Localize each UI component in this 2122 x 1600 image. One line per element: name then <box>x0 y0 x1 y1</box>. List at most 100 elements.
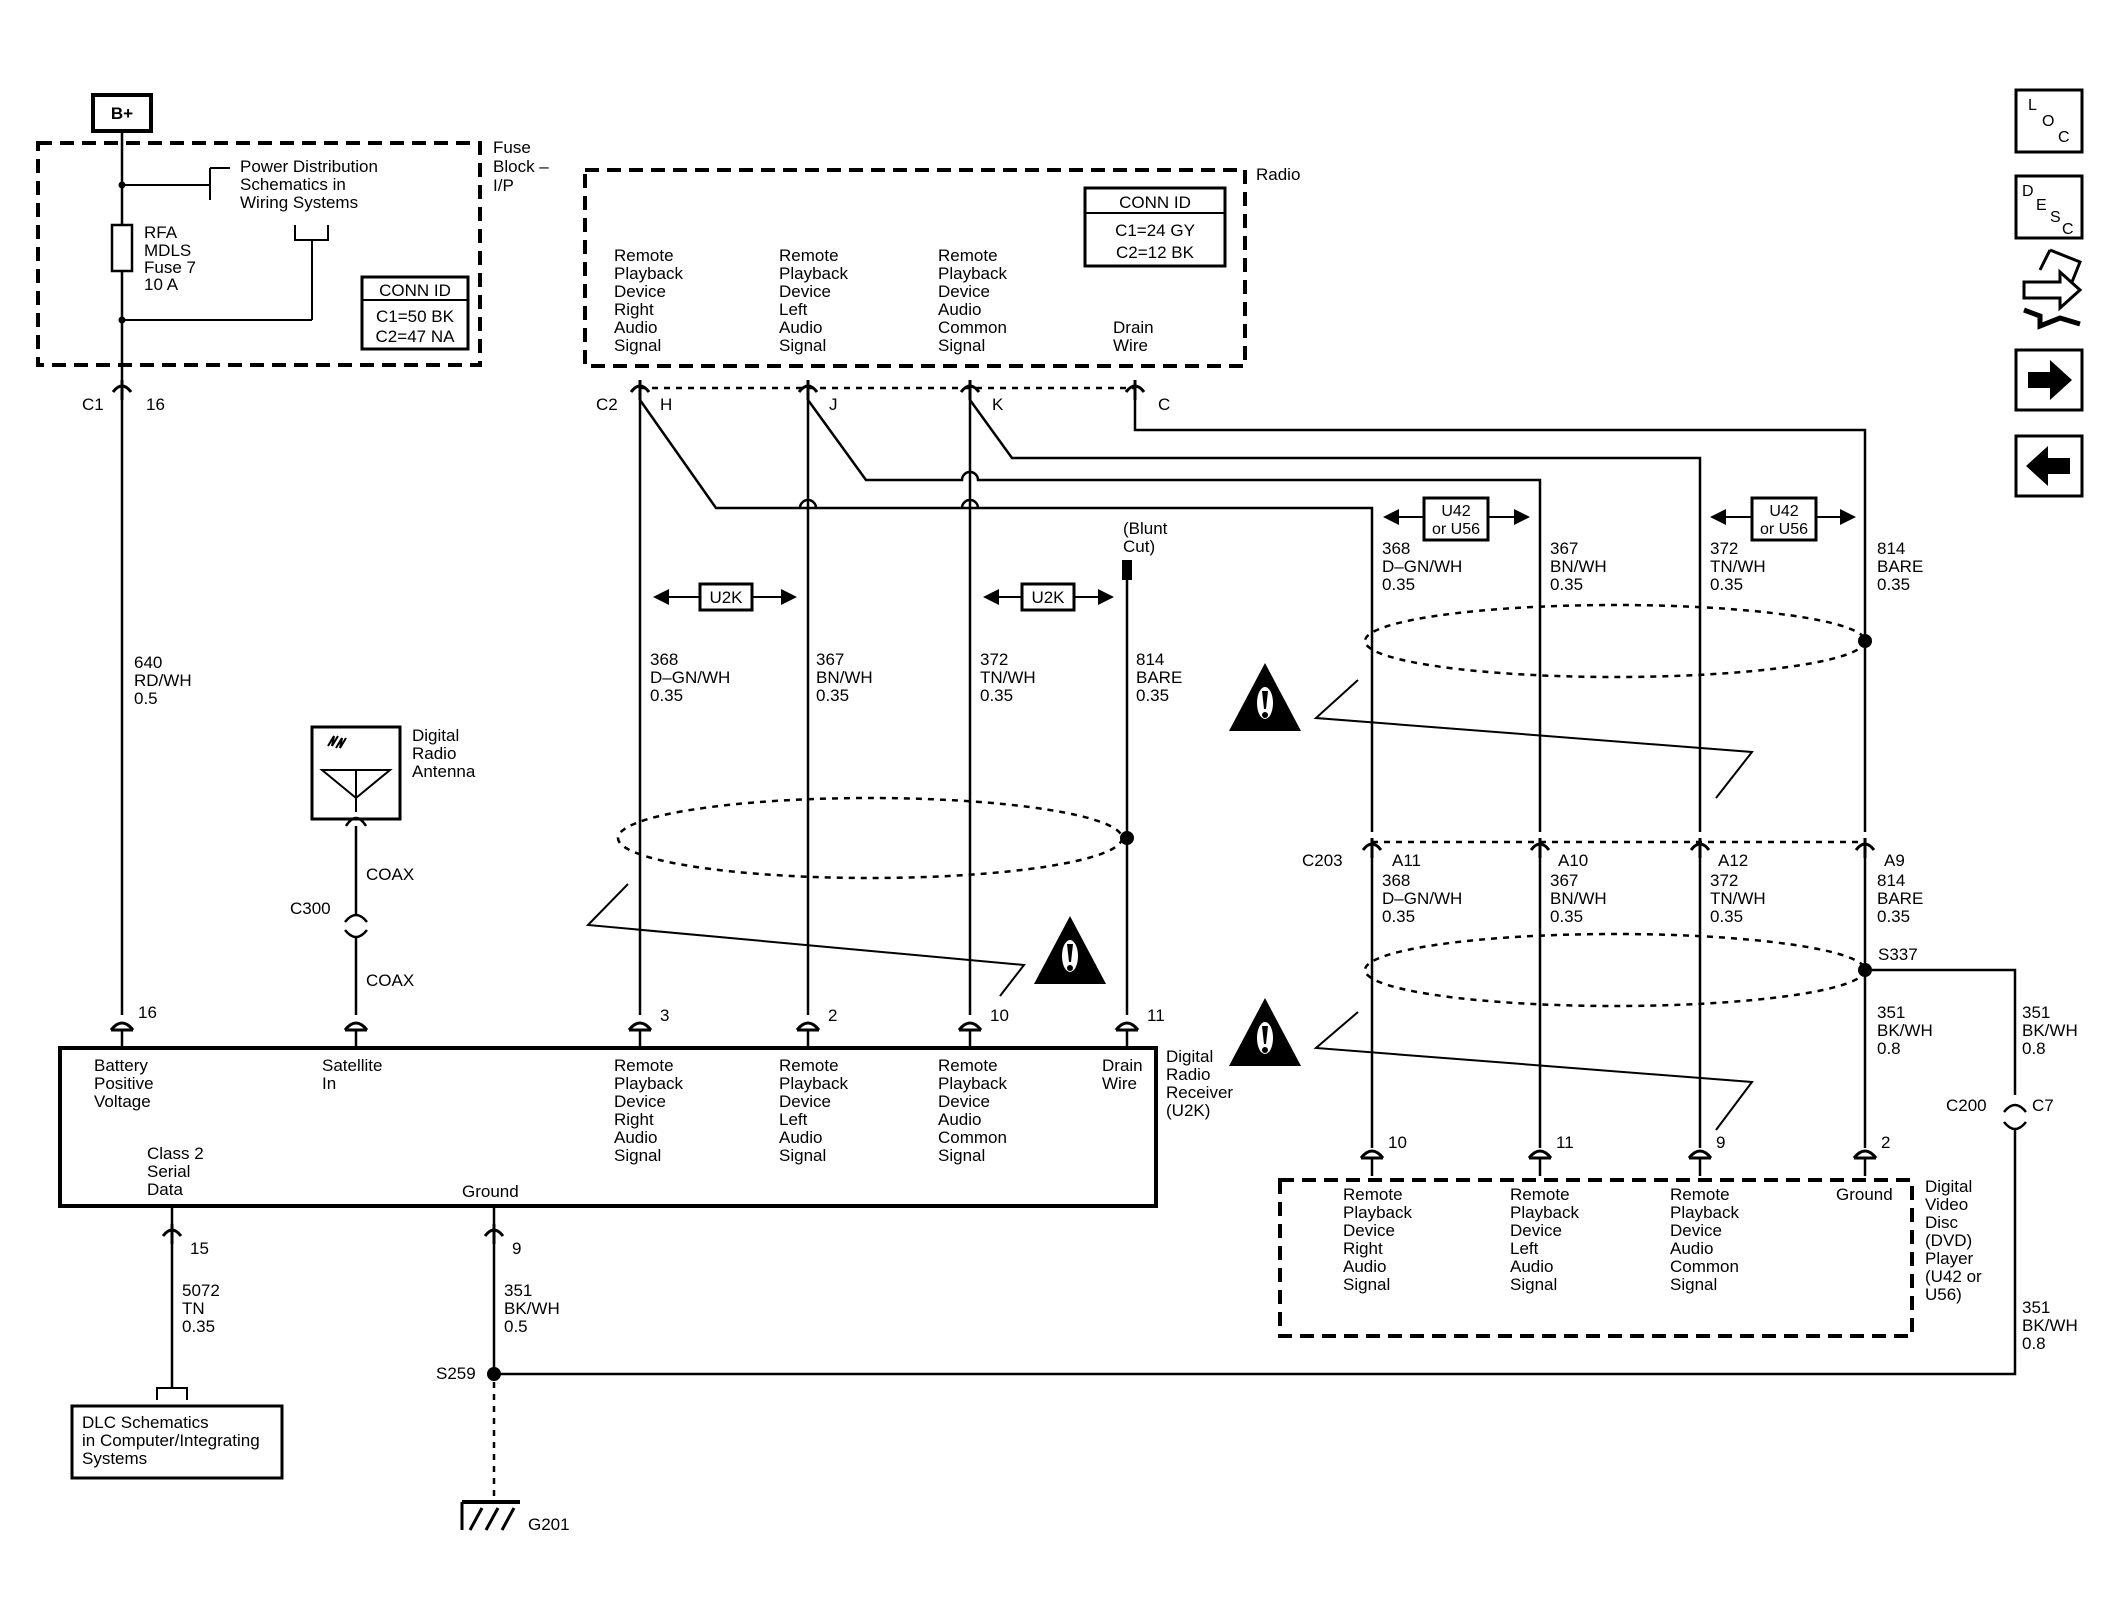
svg-text:Remote: Remote <box>1510 1185 1570 1204</box>
svg-text:Playback: Playback <box>938 264 1007 283</box>
radio-signal-left: Remote Playback Device Left Audio Signal <box>779 246 848 355</box>
svg-text:0.8: 0.8 <box>1877 1039 1901 1058</box>
radio-to-receiver-wires: (Blunt Cut) U2K U2K 368 D–GN/WH 0.35 367… <box>585 399 1867 1015</box>
svg-text:Receiver: Receiver <box>1166 1083 1233 1102</box>
svg-text:11: 11 <box>1147 1006 1165 1025</box>
receiver-label-drain: Drain Wire <box>1102 1056 1143 1093</box>
svg-text:A11: A11 <box>1392 851 1421 870</box>
svg-text:368: 368 <box>650 650 678 669</box>
svg-text:H: H <box>660 395 672 414</box>
svg-text:U42: U42 <box>1769 503 1798 520</box>
svg-text:(Blunt: (Blunt <box>1123 519 1168 538</box>
svg-text:351: 351 <box>2022 1003 2050 1022</box>
svg-text:J: J <box>829 395 838 414</box>
s337-splice <box>1858 963 1872 977</box>
svg-text:Signal: Signal <box>1343 1275 1390 1294</box>
svg-text:368: 368 <box>1382 539 1410 558</box>
u2k-break-symbol <box>585 883 1026 997</box>
svg-text:(DVD): (DVD) <box>1925 1231 1972 1250</box>
svg-text:0.35: 0.35 <box>980 686 1013 705</box>
svg-text:Disc: Disc <box>1925 1213 1959 1232</box>
svg-text:351: 351 <box>504 1281 532 1300</box>
svg-text:15: 15 <box>190 1239 209 1258</box>
svg-text:Drain: Drain <box>1113 318 1154 337</box>
svg-text:10: 10 <box>990 1006 1009 1025</box>
svg-text:Remote: Remote <box>779 1056 839 1075</box>
svg-text:S: S <box>2050 209 2061 226</box>
previous-arrow-icon[interactable] <box>2014 434 2084 498</box>
dvd-label-left: Remote Playback Device Left Audio Signal <box>1510 1185 1579 1294</box>
ground-g201-icon <box>460 1500 520 1531</box>
location-button[interactable]: L O C <box>2014 88 2084 154</box>
svg-text:0.35: 0.35 <box>1382 907 1415 926</box>
svg-text:Serial: Serial <box>147 1162 190 1181</box>
power-section: B+ Fuse Block – I/P Power Distribution S… <box>36 93 549 1015</box>
radio-section: Radio CONN ID C1=24 GY C2=12 BK Remote P… <box>583 165 1300 414</box>
warning-icon <box>1229 663 1301 731</box>
svg-text:BK/WH: BK/WH <box>1877 1021 1933 1040</box>
fuse-block-outline <box>36 141 482 367</box>
svg-text:CONN ID: CONN ID <box>1119 193 1191 212</box>
receiver-name: Digital Radio Receiver (U2K) <box>1166 1047 1233 1120</box>
svg-text:Video: Video <box>1925 1195 1968 1214</box>
c2-label: C2 <box>596 395 618 414</box>
svg-text:Audio: Audio <box>1343 1257 1386 1276</box>
svg-text:0.35: 0.35 <box>1877 575 1910 594</box>
power-dist-label-2: Schematics in <box>240 175 346 194</box>
dvd-upper-shield-ellipse <box>1363 603 1867 679</box>
svg-text:Playback: Playback <box>938 1074 1007 1093</box>
dlc-ground-section: 5072 TN 0.35 DLC Schematics in Computer/… <box>70 1140 2017 1534</box>
svg-text:U56): U56) <box>1925 1285 1962 1304</box>
wire-372-dvd-route <box>968 399 1702 832</box>
next-arrow-icon[interactable] <box>2014 348 2084 412</box>
svg-text:MDLS: MDLS <box>144 241 191 260</box>
svg-text:3: 3 <box>660 1006 669 1025</box>
svg-text:Audio: Audio <box>938 1110 981 1129</box>
svg-text:O: O <box>2042 113 2054 130</box>
svg-text:RFA: RFA <box>144 223 178 242</box>
svg-text:Device: Device <box>938 282 990 301</box>
fuse-symbol <box>110 223 134 273</box>
svg-text:814: 814 <box>1136 650 1164 669</box>
svg-text:10: 10 <box>1388 1133 1407 1152</box>
svg-text:C: C <box>2058 129 2070 146</box>
bplus-label: B+ <box>111 104 133 123</box>
svg-text:U2K: U2K <box>709 588 743 607</box>
svg-text:0.35: 0.35 <box>650 686 683 705</box>
svg-text:Digital: Digital <box>412 726 459 745</box>
svg-text:Playback: Playback <box>1510 1203 1579 1222</box>
svg-text:9: 9 <box>512 1239 521 1258</box>
svg-text:Wire: Wire <box>1102 1074 1137 1093</box>
warning-icon <box>1229 998 1301 1066</box>
svg-text:Ground: Ground <box>462 1182 519 1201</box>
svg-text:Device: Device <box>614 282 666 301</box>
svg-text:Data: Data <box>147 1180 183 1199</box>
description-button[interactable]: D E S C <box>2014 174 2084 240</box>
svg-text:Playback: Playback <box>1670 1203 1739 1222</box>
svg-text:Wire: Wire <box>1113 336 1148 355</box>
fuse-block-label-2: Block – <box>493 157 549 176</box>
wire-368-dvd-route <box>638 399 1374 832</box>
svg-text:D–GN/WH: D–GN/WH <box>650 668 730 687</box>
svg-text:Left: Left <box>1510 1239 1539 1258</box>
svg-text:BK/WH: BK/WH <box>2022 1316 2078 1335</box>
svg-text:A9: A9 <box>1884 851 1905 870</box>
svg-text:Fuse 7: Fuse 7 <box>144 258 196 277</box>
svg-text:BARE: BARE <box>1136 668 1182 687</box>
svg-text:Radio: Radio <box>412 744 456 763</box>
svg-text:Device: Device <box>779 282 831 301</box>
dvd-upper-wire-labels: 368 D–GN/WH 0.35 367 BN/WH 0.35 372 TN/W… <box>1382 539 1923 594</box>
svg-text:Device: Device <box>779 1092 831 1111</box>
svg-text:367: 367 <box>816 650 844 669</box>
wire-367-dvd-route <box>806 399 1542 832</box>
connector-end-view-icon[interactable] <box>2022 248 2083 330</box>
svg-text:Signal: Signal <box>938 336 985 355</box>
warning-icon <box>1034 916 1106 984</box>
svg-text:372: 372 <box>980 650 1008 669</box>
svg-text:Battery: Battery <box>94 1056 148 1075</box>
svg-text:Remote: Remote <box>1343 1185 1403 1204</box>
svg-text:K: K <box>992 395 1004 414</box>
svg-text:9: 9 <box>1716 1133 1725 1152</box>
svg-text:A10: A10 <box>1558 851 1588 870</box>
